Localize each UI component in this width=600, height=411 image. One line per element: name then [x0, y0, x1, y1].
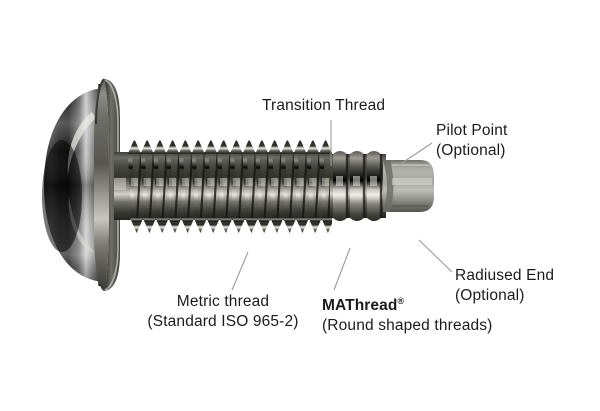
- pilot-point: [383, 160, 434, 212]
- mathread-name: MAThread: [322, 297, 398, 315]
- callout-transition-line1: Transition Thread: [262, 97, 386, 114]
- mathread-section: [330, 151, 386, 221]
- leader-metric: [231, 251, 249, 291]
- callout-metric-line2: (Standard ISO 965-2): [147, 312, 299, 330]
- leader-mathread: [333, 247, 351, 291]
- leader-lines: [231, 120, 453, 291]
- callout-mathread: MAThread® (Round shaped threads): [322, 292, 492, 335]
- callout-radiused-end: Radiused End (Optional): [455, 266, 554, 305]
- callout-transition-thread: Transition Thread: [262, 96, 385, 116]
- callout-mathread-line1: MAThread®: [322, 292, 492, 316]
- callout-radiused-line2: (Optional): [455, 286, 525, 304]
- callout-radiused-line1: Radiused End: [455, 267, 555, 284]
- metric-thread-section: [126, 140, 332, 233]
- registered-trademark-icon: ®: [397, 296, 405, 306]
- callout-pilot-line1: Pilot Point: [436, 122, 508, 139]
- leader-radiused: [418, 239, 453, 273]
- callout-metric-line1: Metric thread: [176, 293, 270, 310]
- screw-washer-flange: [94, 78, 120, 291]
- callout-pilot-point: Pilot Point (Optional): [436, 121, 507, 160]
- leader-pilot: [398, 142, 433, 166]
- callout-pilot-line2: (Optional): [436, 141, 506, 159]
- callout-mathread-line2: (Round shaped threads): [322, 316, 493, 334]
- callout-metric-thread: Metric thread (Standard ISO 965-2): [128, 292, 318, 331]
- screw-head-dome: [42, 88, 104, 282]
